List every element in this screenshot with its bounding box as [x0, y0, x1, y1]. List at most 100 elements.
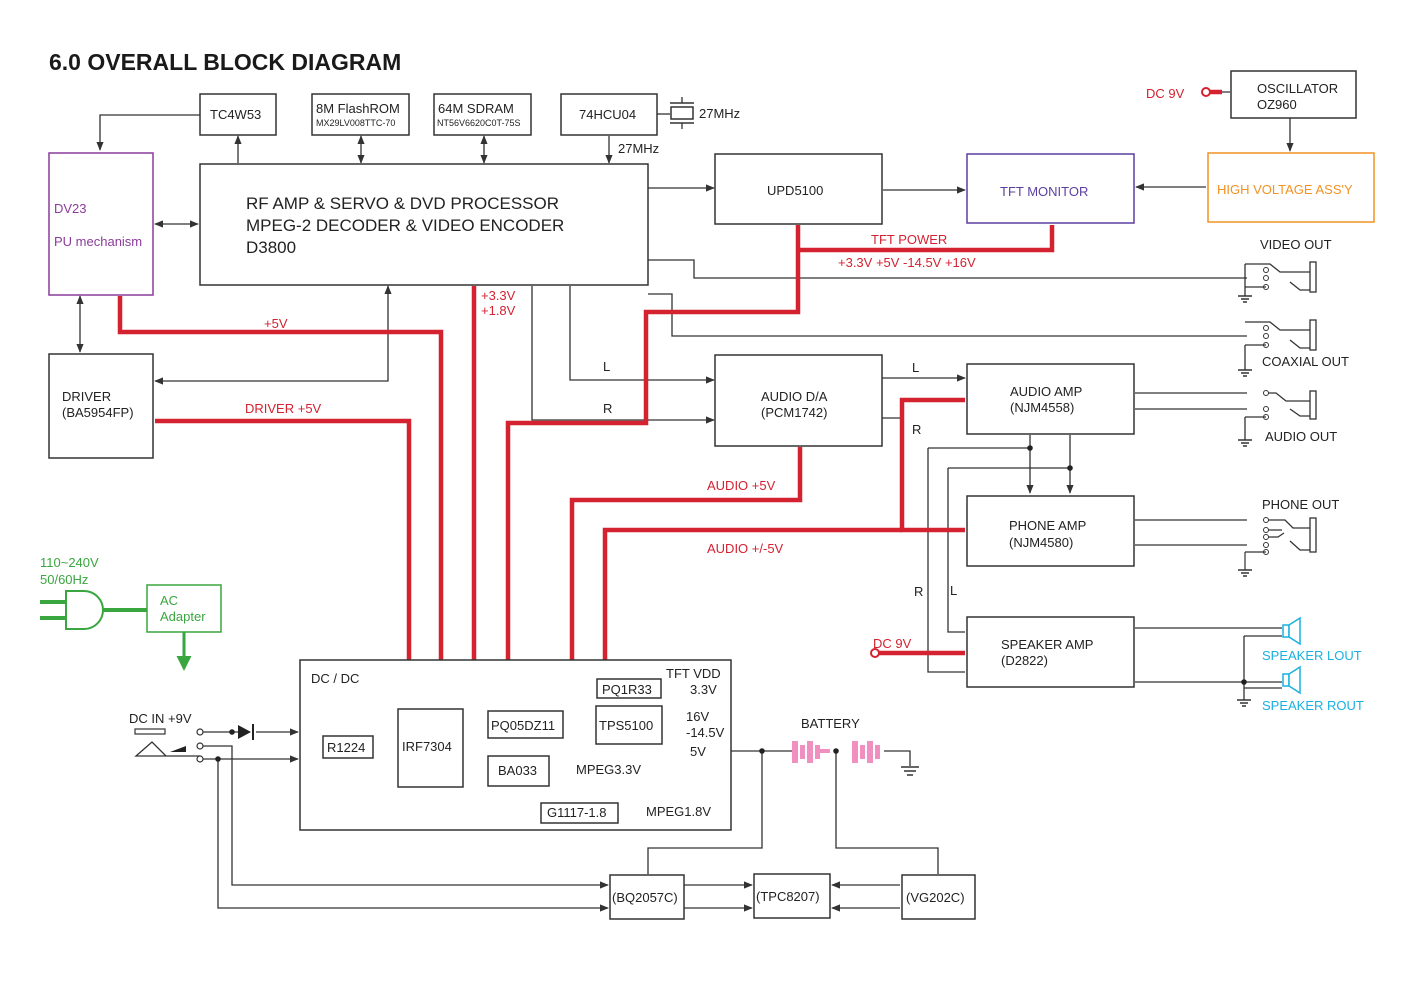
irf7304-label: IRF7304: [402, 739, 452, 754]
clock-freq: 27MHz: [618, 141, 659, 156]
oscillator-part: OZ960: [1257, 97, 1297, 112]
audio-out-label: AUDIO OUT: [1265, 429, 1337, 444]
phone-amp-label: PHONE AMP: [1009, 518, 1086, 533]
pq05dz11-block: [487, 710, 564, 739]
coaxial-out-label: COAXIAL OUT: [1262, 354, 1349, 369]
ac-voltage-label: 110~240V: [40, 555, 99, 570]
r1224-label: R1224: [327, 740, 365, 755]
flashrom-label: 8M FlashROM: [316, 101, 400, 116]
channel-r-da: R: [603, 401, 612, 416]
tft-vdd-label: TFT VDD: [666, 666, 721, 681]
pq1r33-label: PQ1R33: [602, 682, 652, 697]
flashrom-part: MX29LV008TTC-70: [316, 118, 395, 128]
speaker-lout-label: SPEAKER LOUT: [1262, 648, 1362, 663]
ac-adapter-block: [146, 584, 222, 633]
r1224-block: [322, 735, 374, 759]
out-m14v5-label: -14.5V: [686, 725, 725, 740]
dc-in-label: DC IN +9V: [129, 711, 192, 726]
sdram-block: [433, 93, 532, 136]
battery-icon: [792, 741, 880, 763]
pq05dz11-label: PQ05DZ11: [491, 718, 555, 733]
phone-amp-block: [966, 495, 1135, 567]
battery-label: BATTERY: [801, 716, 860, 731]
out-5v-label: 5V: [690, 744, 706, 759]
oscillator-block: [1230, 70, 1357, 119]
out-16v-label: 16V: [686, 709, 709, 724]
upd5100-label: UPD5100: [767, 183, 823, 198]
audio-amp-block: [966, 363, 1135, 435]
video-out-label: VIDEO OUT: [1260, 237, 1332, 252]
speaker-ground-icon: [1237, 699, 1251, 707]
channel-r-amp: R: [912, 422, 921, 437]
tps5100-label: TPS5100: [599, 718, 653, 733]
diode-icon: [238, 724, 254, 740]
dcdc-title: DC / DC: [311, 671, 359, 686]
rail-tft-power: TFT POWER: [871, 232, 947, 247]
channel-l-amp: L: [912, 360, 919, 375]
audio-da-part: (PCM1742): [761, 405, 827, 420]
ac-adapter-label1: AC: [160, 593, 178, 608]
ground-icon: [901, 766, 919, 776]
channel-l-speaker: L: [950, 583, 957, 598]
hcu04-label: 74HCU04: [579, 107, 636, 122]
phone-amp-part: (NJM4580): [1009, 535, 1073, 550]
speaker-right-icon: [1282, 665, 1301, 695]
pu-mechanism-model: DV23: [54, 201, 87, 216]
pq1r33-block: [596, 678, 662, 699]
rail-plus5v: +5V: [264, 316, 288, 331]
rail-audio-pm5v: AUDIO +/-5V: [707, 541, 784, 556]
sdram-part: NT56V6620C0T-75S: [437, 118, 521, 128]
rail-tft-voltages: +3.3V +5V -14.5V +16V: [838, 255, 976, 270]
main-processor-block: [199, 163, 649, 286]
high-voltage-label: HIGH VOLTAGE ASS'Y: [1217, 182, 1353, 197]
crystal-icon: [670, 97, 694, 129]
sdram-label: 64M SDRAM: [438, 101, 514, 116]
audio-jack-icon: [1238, 390, 1317, 447]
ba033-block: [487, 755, 550, 787]
out-3v3-label: 3.3V: [690, 682, 717, 697]
speaker-amp-label: SPEAKER AMP: [1001, 637, 1093, 652]
tps5100-block: [595, 705, 663, 745]
power-rails: [117, 87, 1222, 660]
rail-audio5v: AUDIO +5V: [707, 478, 776, 493]
high-voltage-block: [1207, 152, 1375, 223]
main-processor-line3: D3800: [246, 238, 296, 257]
crystal-freq: 27MHz: [699, 106, 740, 121]
coaxial-jack-icon: [1238, 319, 1317, 377]
g1117-block: [540, 802, 619, 824]
dc-9v-speaker-label: DC 9V: [873, 636, 912, 651]
speaker-amp-block: [966, 616, 1135, 688]
tft-monitor-label: TFT MONITOR: [1000, 184, 1088, 199]
rail-core18: +1.8V: [481, 303, 516, 318]
vg202c-block: [901, 874, 976, 920]
upd5100-block: [714, 153, 883, 225]
irf7304-block: [397, 708, 464, 788]
bq2057c-label: (BQ2057C): [612, 890, 678, 905]
driver-part: (BA5954FP): [62, 405, 134, 420]
speaker-rout-label: SPEAKER ROUT: [1262, 698, 1364, 713]
tc4w53-block: [199, 93, 277, 136]
audio-amp-label: AUDIO AMP: [1010, 384, 1082, 399]
ba033-label: BA033: [498, 763, 537, 778]
mpeg18-label: MPEG1.8V: [646, 804, 711, 819]
g1117-label: G1117-1.8: [547, 805, 607, 820]
phone-out-label: PHONE OUT: [1262, 497, 1339, 512]
oscillator-label: OSCILLATOR: [1257, 81, 1338, 96]
ac-adapter-label2: Adapter: [160, 609, 206, 624]
speaker-left-icon: [1282, 616, 1301, 646]
phone-jack-icon: [1238, 517, 1317, 577]
tc4w53-label: TC4W53: [210, 107, 261, 122]
tft-monitor-block: [966, 153, 1135, 224]
driver-label: DRIVER: [62, 389, 111, 404]
signal-lines: [76, 91, 1294, 912]
ac-frequency-label: 50/60Hz: [40, 572, 88, 587]
driver-block: [48, 353, 154, 459]
tpc8207-label: (TPC8207): [756, 889, 820, 904]
video-jack-icon: [1238, 261, 1317, 303]
hcu04-block: [560, 93, 658, 136]
audio-da-block: [714, 354, 883, 447]
vg202c-label: (VG202C): [906, 890, 965, 905]
ac-plug-icon: [40, 590, 147, 630]
mpeg33-label: MPEG3.3V: [576, 762, 641, 777]
